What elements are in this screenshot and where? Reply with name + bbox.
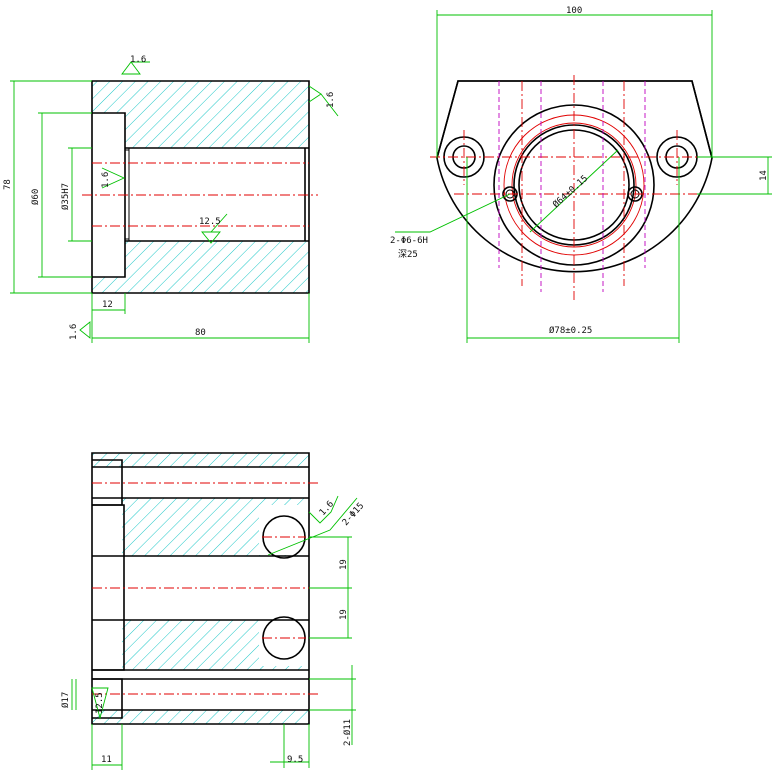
dim-pitch-a: 19	[339, 559, 349, 570]
roughness-top: 1.6	[130, 55, 146, 65]
note-bolt-holes: 2-Ø11	[342, 719, 353, 746]
dim-length: 80	[195, 328, 206, 338]
end-view: 100 Ø78±0.25 14 Ø64±0.15 2-Φ6-6H 深25	[390, 6, 772, 343]
roughness-bore: 12.5	[199, 217, 221, 227]
front-section-view: 78 Ø60 Ø35H7 80 12 1.6 1.6 1.6 1.6 12.5	[3, 55, 339, 343]
dim-bore-dia: Ø35H7	[60, 183, 71, 210]
note-dowel-depth: 深25	[398, 249, 418, 260]
dim-flange-len: 11	[101, 755, 112, 765]
note-dowel-holes: 2-Φ6-6H	[390, 236, 428, 246]
note-side-holes: 2-Φ15	[341, 501, 367, 528]
dim-height: 78	[3, 179, 13, 190]
dim-edge-dist: 9.5	[287, 755, 303, 765]
dim-pin-circle: Ø64±0.15	[551, 173, 591, 210]
roughness-right: 1.6	[326, 92, 336, 108]
dim-flange-dia: Ø60	[30, 189, 41, 205]
dim-bolt-circle: Ø78±0.25	[549, 325, 592, 336]
dim-step-depth: 12	[102, 300, 113, 310]
dim-overall-width: 100	[566, 6, 582, 16]
roughness-face: 1.6	[101, 172, 111, 188]
dim-hole-offset: 14	[759, 170, 769, 181]
side-section-view: 19 19 Ø17 12.5 2-Ø11 11 9.5 2-Φ15 1.6	[60, 452, 367, 770]
dim-cb-depth: 12.5	[95, 692, 105, 714]
dim-counterbore: Ø17	[60, 692, 71, 708]
roughness-bottom: 1.6	[69, 324, 79, 340]
roughness-side: 1.6	[318, 499, 336, 518]
dim-pitch-b: 19	[339, 609, 349, 620]
